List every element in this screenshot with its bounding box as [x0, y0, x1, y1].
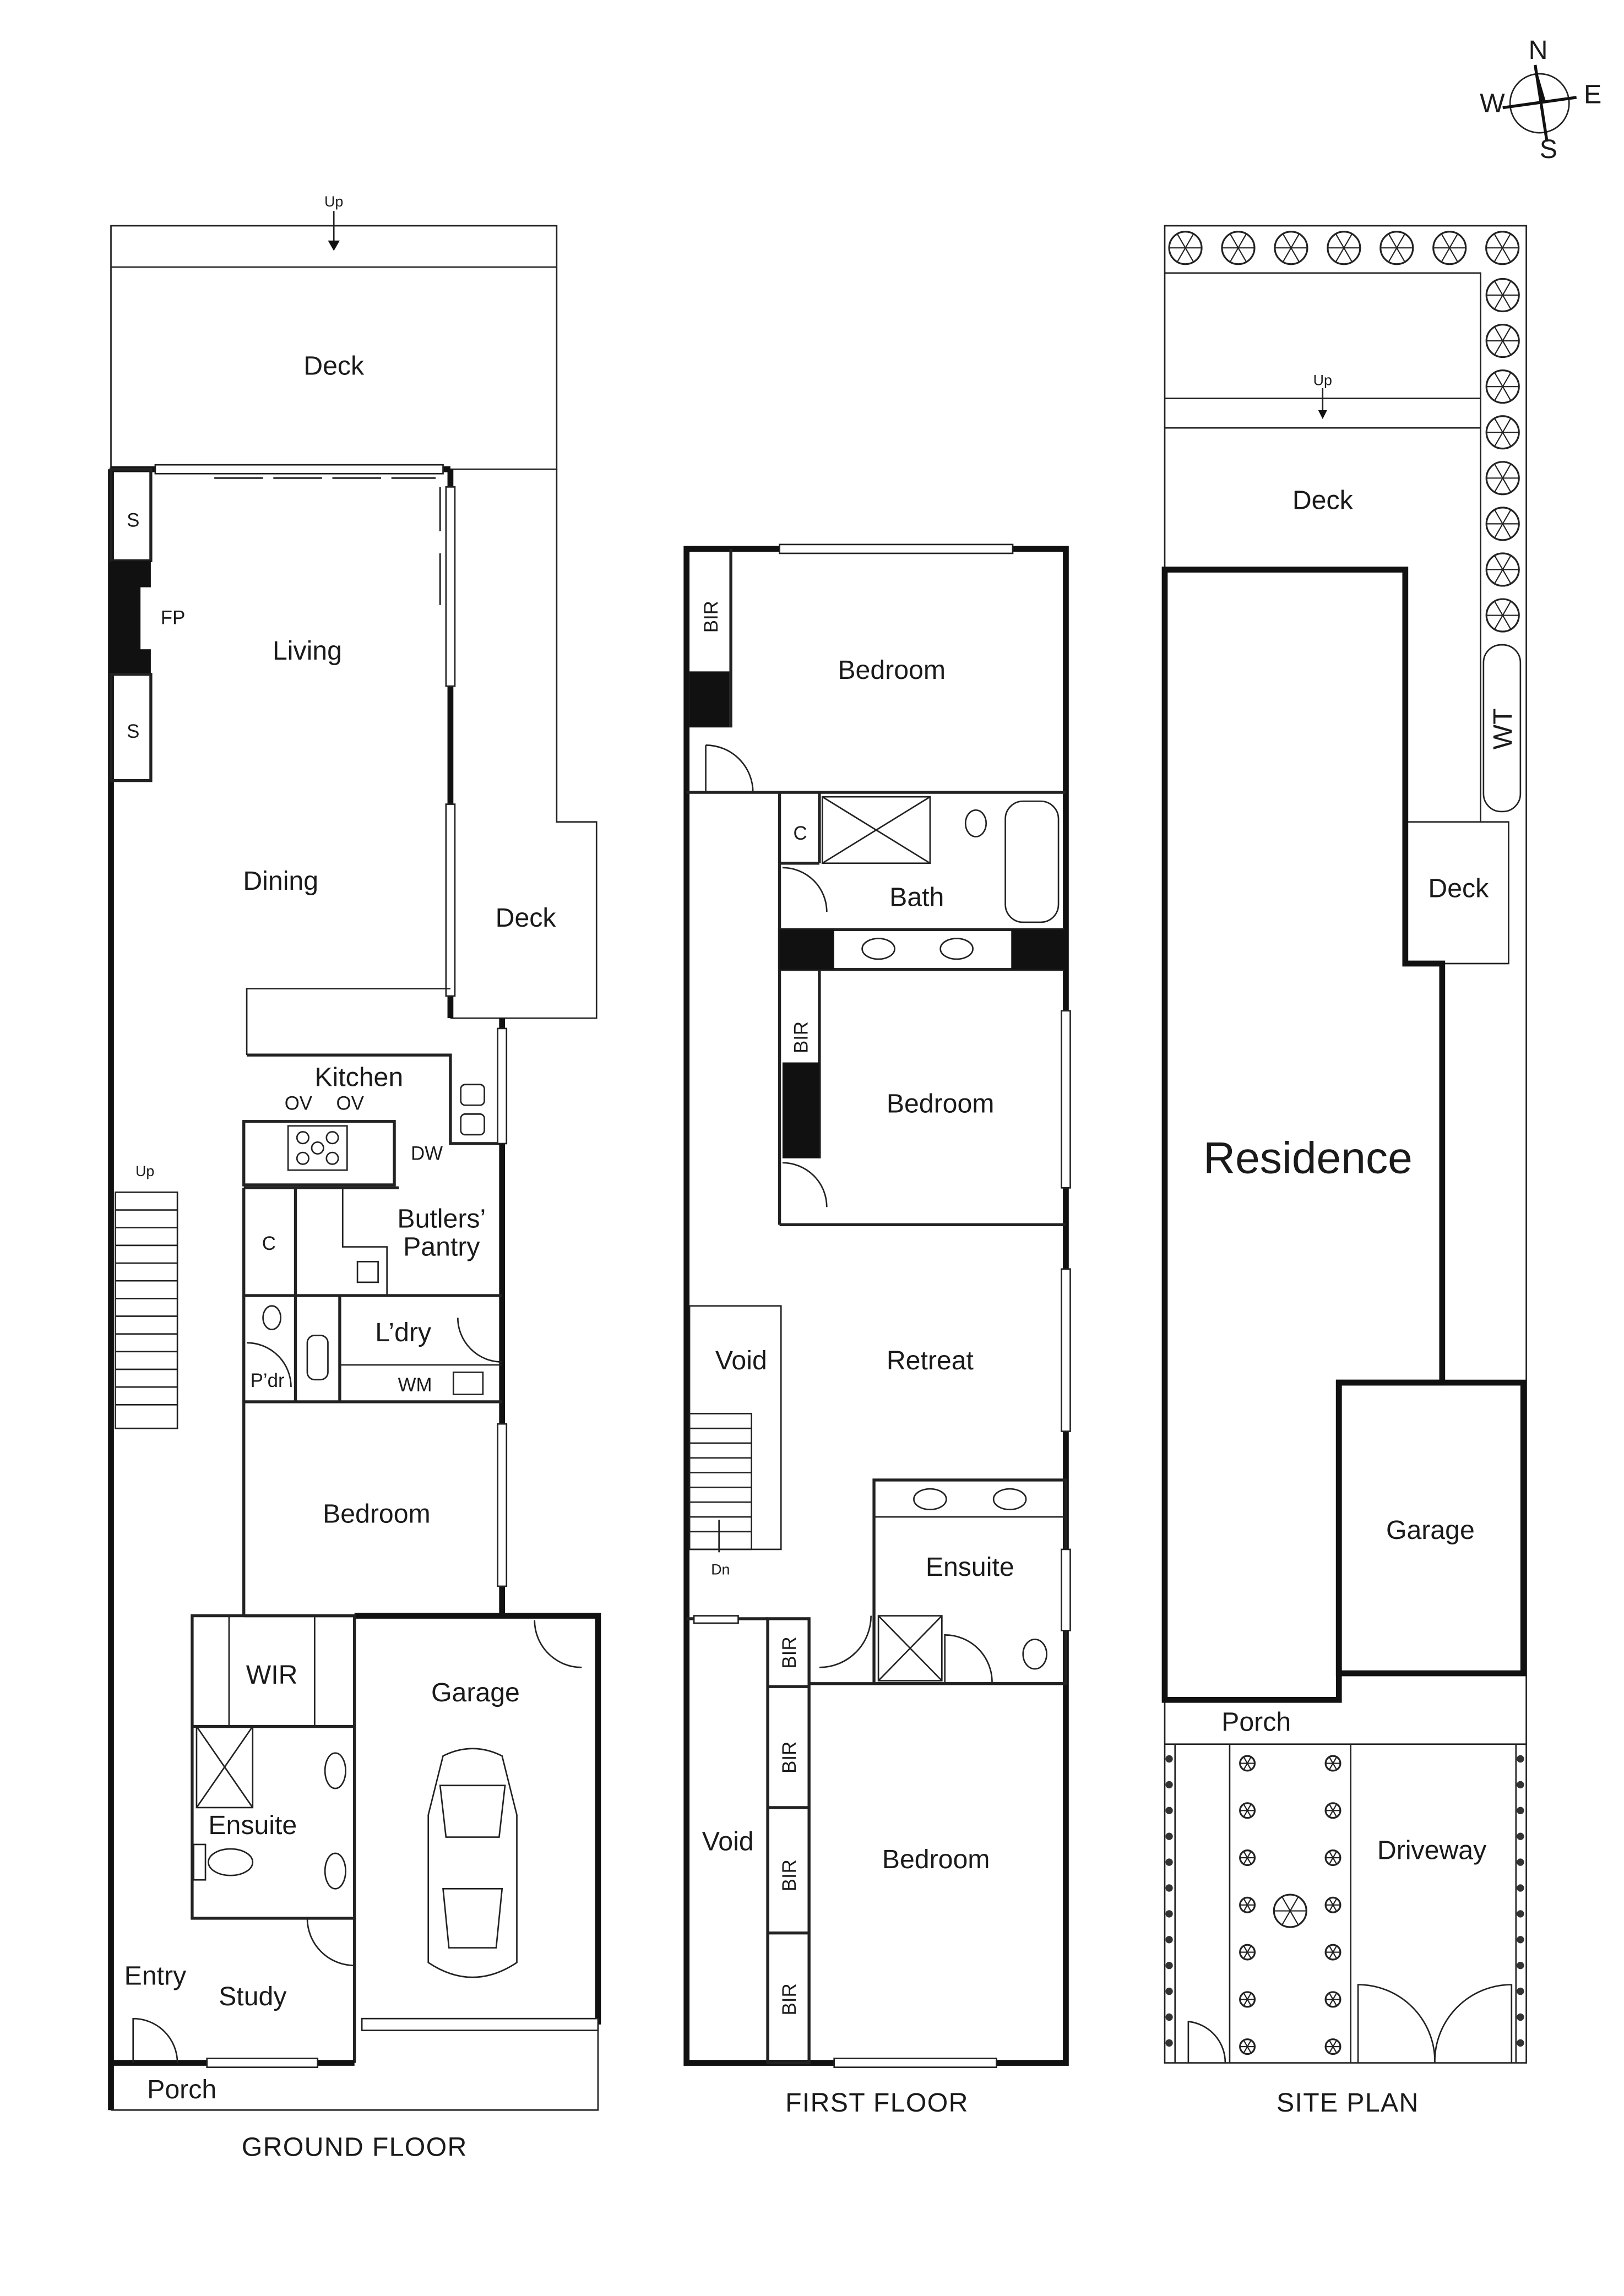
appliance-label: WM	[398, 1374, 432, 1396]
shrub-icon	[1517, 1781, 1524, 1789]
shrub-icon	[1165, 1858, 1173, 1866]
room-label: Retreat	[887, 1346, 974, 1375]
room-label: Bedroom	[882, 1845, 990, 1874]
shrub-icon	[1165, 1936, 1173, 1944]
first-floor-title: FIRST FLOOR	[785, 2088, 969, 2118]
room-label: Void	[715, 1346, 767, 1375]
shrub-icon	[1165, 2013, 1173, 2021]
room-label: BIR	[779, 1637, 800, 1669]
room-label: Bedroom	[887, 1089, 995, 1119]
room-label: BIR	[779, 1742, 800, 1773]
room-label: Deck	[303, 351, 365, 381]
room-label: Void	[702, 1827, 754, 1857]
shrub-icon	[1165, 1961, 1173, 1969]
shrub-icon	[1517, 1910, 1524, 1918]
area-label: Deck	[1292, 486, 1354, 515]
room-label: Pantry	[403, 1232, 480, 1262]
shrub-icon	[1165, 1832, 1173, 1840]
ground-floor-plan: Deck Up S FP S Living Dining Deck Kitche…	[108, 193, 601, 2162]
room-label: Ensuite	[926, 1552, 1014, 1582]
stair-label: Up	[1313, 372, 1332, 388]
residence-label: Residence	[1203, 1134, 1413, 1183]
room-label: Garage	[431, 1678, 520, 1707]
first-floor-labels: BIR Bedroom C Bath BIR Bedroom Void Retr…	[700, 601, 1014, 2015]
appliance-label: DW	[411, 1142, 443, 1164]
room-label: S	[127, 721, 139, 742]
compass-icon: N E S W	[1480, 35, 1601, 164]
room-label: C	[262, 1233, 276, 1254]
area-label: Deck	[1428, 873, 1489, 903]
shrub-icon	[1517, 1832, 1524, 1840]
room-label: P’dr	[251, 1370, 285, 1391]
room-label: Study	[219, 1982, 287, 2011]
shrub-icon	[1517, 1961, 1524, 1969]
shrub-icon	[1165, 1807, 1173, 1814]
compass-s: S	[1540, 134, 1557, 164]
room-label: Bedroom	[323, 1499, 431, 1529]
water-tank-label: WT	[1488, 708, 1518, 749]
appliance-label: OV	[336, 1092, 365, 1114]
room-label: Bedroom	[838, 655, 946, 685]
area-label: Porch	[1221, 1707, 1291, 1737]
compass-n: N	[1529, 35, 1548, 65]
shrub-icon	[1165, 1755, 1173, 1763]
shrub-icon	[1517, 2039, 1524, 2047]
shrub-icon	[1517, 1936, 1524, 1944]
ground-floor-labels: Deck Up S FP S Living Dining Deck Kitche…	[124, 193, 557, 2104]
room-label: Living	[273, 636, 342, 666]
car-icon	[427, 1748, 518, 1978]
site-plan: Up Deck WT Deck Residence Garage Porch D…	[1161, 225, 1527, 2118]
site-plan-labels: Up Deck WT Deck Residence Garage Porch D…	[1203, 372, 1518, 1865]
tree-icons	[1168, 231, 1520, 633]
stair-label: Up	[324, 193, 343, 210]
shrub-icon	[1517, 1858, 1524, 1866]
compass-e: E	[1584, 80, 1601, 110]
site-plan-title: SITE PLAN	[1277, 2088, 1419, 2118]
area-label: Garage	[1386, 1515, 1475, 1545]
stair-label: Up	[135, 1163, 154, 1179]
shrub-icon	[1165, 1910, 1173, 1918]
room-label: S	[127, 510, 139, 531]
shrub-icon	[1517, 1807, 1524, 1814]
shrub-icon	[1165, 1781, 1173, 1789]
appliance-label: OV	[285, 1092, 313, 1114]
room-label: BIR	[779, 1859, 800, 1891]
shrub-icon	[1165, 1884, 1173, 1892]
room-label: FP	[161, 607, 186, 629]
room-label: C	[793, 823, 807, 844]
shrub-icon	[1517, 1884, 1524, 1892]
room-label: BIR	[700, 601, 722, 633]
room-label: L’dry	[375, 1318, 432, 1347]
stair-label: Dn	[711, 1562, 730, 1578]
room-label: Butlers’	[397, 1204, 486, 1234]
room-label: Dining	[243, 866, 318, 896]
compass-w: W	[1480, 89, 1505, 118]
shrub-icon	[1165, 1987, 1173, 1995]
shrub-icon	[1517, 2013, 1524, 2021]
room-label: Deck	[496, 903, 557, 933]
room-label: Kitchen	[314, 1062, 403, 1092]
room-label: Entry	[124, 1961, 187, 1991]
room-label: Porch	[147, 2075, 216, 2104]
ground-floor-title: GROUND FLOOR	[242, 2132, 468, 2162]
shrub-icon	[1517, 1987, 1524, 1995]
shrub-icons	[1165, 1755, 1524, 2055]
room-label: Ensuite	[208, 1810, 297, 1840]
room-label: BIR	[790, 1021, 812, 1053]
room-label: Bath	[889, 882, 944, 912]
area-label: Driveway	[1377, 1836, 1487, 1865]
room-label: WIR	[246, 1660, 298, 1690]
first-floor-plan: BIR Bedroom C Bath BIR Bedroom Void Retr…	[683, 543, 1071, 2118]
shrub-icon	[1517, 1755, 1524, 1763]
shrub-icon	[1165, 2039, 1173, 2047]
room-label: BIR	[779, 1983, 800, 2015]
